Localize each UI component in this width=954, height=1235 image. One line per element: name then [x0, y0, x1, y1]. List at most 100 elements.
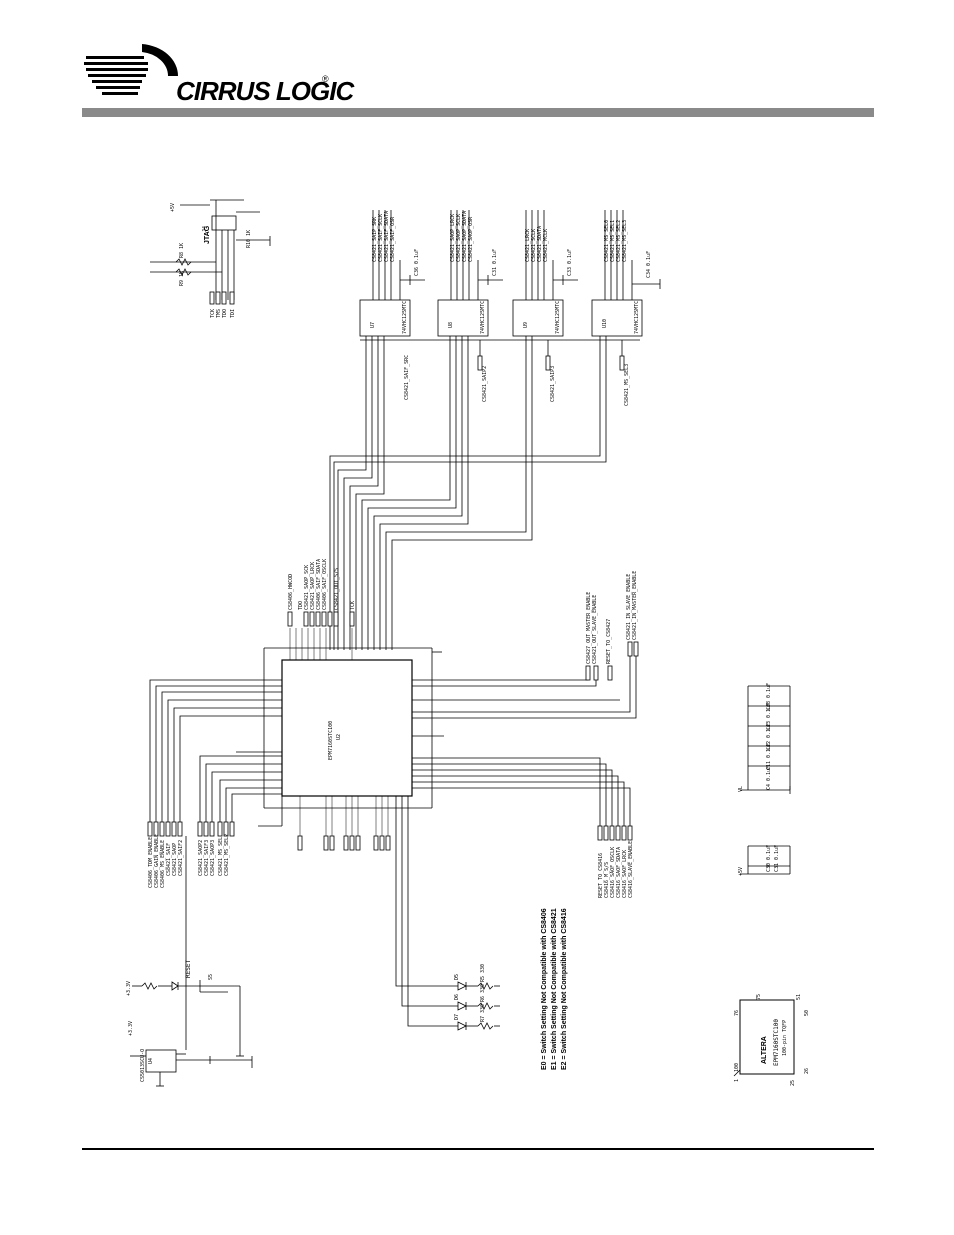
buffer-cap: C34 0.1uF [646, 251, 652, 278]
jtag-pull-resistor: R8 1K [179, 243, 185, 258]
altera-pin: 51 [796, 994, 802, 1000]
cpld-top-label: CS8406_SAIF_OSCLK [322, 559, 328, 610]
cpld-left-label: CS8421_SAIF2 [178, 840, 184, 876]
cpld-bottom-right-label: RESET_TO_CS8416 [598, 853, 604, 898]
buffer-output: CS8421_SAOP_SDATA [462, 211, 468, 262]
buffer-part: 74VHC125MTC [480, 301, 486, 334]
vl-cap: C38 0.1uF [766, 683, 772, 710]
registered-mark: ® [322, 74, 329, 84]
altera-pin: 76 [734, 1010, 740, 1016]
altera-pin: 26 [804, 1068, 810, 1074]
led-ref: D6 [454, 994, 460, 1000]
jtag-signal: TDI [230, 309, 236, 318]
altera-pin: 100 [734, 1063, 740, 1072]
cpld-ref: U2 [336, 734, 342, 740]
v5-label: +5V [738, 867, 744, 876]
jtag-title: JTAG [204, 225, 211, 244]
jtag-connector [150, 199, 271, 305]
regulator-u4 [130, 1049, 253, 1087]
brand-name: CIRRUS LOGIC [176, 76, 354, 106]
buffer-enable-label: CS8421_SAIF_SRC [404, 355, 410, 400]
buffer-ref: U10 [602, 319, 608, 328]
cpld-top-label: CS8421_OUT_S/S [334, 568, 340, 610]
buffer-ref: U8 [448, 322, 454, 328]
buffer-ref: U9 [523, 322, 529, 328]
buffer-output: CS8421_SDATA [537, 226, 543, 262]
jtag-signal: TMS [216, 309, 222, 318]
cpld-right-label: CS8421_IN_MASTER_ENABLE [632, 571, 638, 640]
vl-cap: C13 0.1uF [766, 703, 772, 730]
cpld-right-label: CS8427_OUT_MASTER_ENABLE [586, 592, 592, 664]
jtag-signal: TCK [210, 309, 216, 318]
buffer-part: 74VHC125MTC [555, 301, 561, 334]
switch-note: E0 = Switch Setting Not Compatible with … [541, 908, 548, 1070]
buffer-ref: U7 [370, 322, 376, 328]
jtag-signal: TDO [222, 309, 228, 318]
buffer-output: CS8421_MS_SEL3 [622, 220, 628, 262]
cpld-left-label: CS8421_MS_SEL2 [224, 834, 230, 876]
cpld-u2 [263, 647, 442, 809]
header-rule [82, 108, 874, 117]
buffer-output: CS8421_SAIP_SRK [372, 217, 378, 262]
altera-symbol [733, 999, 795, 1077]
led-resistor: R5 330 [480, 964, 486, 982]
reset-label: RESET [185, 960, 192, 978]
cpld-right-label: RESET_TO_CS8427 [606, 619, 612, 664]
buffer-enable-label: CS8421_MS_SEL3 [624, 364, 630, 406]
cpld-top-label: CS8406_HWCOD [288, 574, 294, 610]
vl-label: VL [738, 786, 744, 792]
v5-cap: C31 0.1uF [774, 845, 780, 872]
altera-pin: 75 [756, 994, 762, 1000]
reset-circuit [132, 836, 244, 1057]
decoupling-5v [740, 845, 791, 875]
buffer-output: CS8421_MS_SEL1 [610, 220, 616, 262]
led-resistor: R6 330 [480, 984, 486, 1002]
reset-switch: S5 [208, 974, 214, 980]
cpld-left-label: CS8406_TDM_ENABLE [148, 837, 154, 888]
regulator-supply: +3.3V [128, 1021, 134, 1036]
buffer-output: CS8421_SAOP_OSR [468, 216, 474, 262]
buffer-cap: C31 0.1uF [492, 249, 498, 276]
altera-pin: 50 [804, 1010, 810, 1016]
cpld-left-label: CS8421_SAOP2 [198, 840, 204, 876]
buffer-output: CS8421_SAIF_SCLK [378, 214, 384, 262]
cpld-left-label: CS8406_MS_ENABLE [160, 840, 166, 888]
regulator-ref: U4 [148, 1058, 154, 1064]
buffer-u8 [437, 210, 503, 337]
v5-cap: C30 0.1uF [766, 845, 772, 872]
cpld-bottom-right-label: CS8416_SAOF_OSCLK [610, 847, 616, 898]
cpld-left-label: CS8421_SAOP3 [210, 840, 216, 876]
led-ref: D5 [454, 974, 460, 980]
buffer-u9 [512, 210, 578, 337]
cpld-top-label: TDO [298, 601, 304, 610]
cpld-bottom-right-label: CS8416_SAOF_LRCK [622, 850, 628, 898]
cpld-top-label: CS8421_SAOP_LRCK [310, 562, 316, 610]
vl-cap: C11 0.1uF [766, 743, 772, 770]
led-resistor: R7 330 [480, 1004, 486, 1022]
cpld-top-label: CS8406_SAIF_SDATA [316, 559, 322, 610]
switch-note: E1 = Switch Setting Not Compatible with … [551, 908, 558, 1070]
altera-package: 100-pin TQFP [782, 1020, 788, 1056]
cpld-left-label: CS8421_MS_SEL [218, 837, 224, 876]
buffer-u7 [359, 210, 425, 337]
buffer-output: CS8421_SAIF_OSR [390, 216, 396, 262]
jtag-connector-ref: J4 [202, 226, 208, 232]
vl-cap: C12 0.1uF [766, 723, 772, 750]
buffer-u10 [591, 210, 661, 337]
cirrus-logic-logo [84, 44, 179, 95]
vl-cap: C4 0.1uF [766, 766, 772, 790]
cpld-bottom-right-label: CS8416_M_S/S [604, 862, 610, 898]
cpld-left-label: CS8406_GAIN_ENABLE [154, 834, 160, 888]
buffer-cap: C36 0.1uF [414, 249, 420, 276]
cpld-left-label: CS8421_SAOP [172, 843, 178, 876]
cpld-bottom-right-label: CS8416_SAOF_SDATA [616, 847, 622, 898]
jtag-pull-resistor: R9 1K [179, 271, 185, 286]
altera-pin: 1 [734, 1079, 740, 1082]
cpld-part: EPM7160STC100 [328, 721, 334, 760]
jtag-pull-resistor: R10 1K [246, 230, 252, 248]
cpld-top-label: CS8421_SAOP_SCK [304, 565, 310, 610]
reset-supply: +3.3V [126, 981, 132, 996]
cpld-left-label: CS8421_SAIF3 [204, 840, 210, 876]
decoupling-vl [740, 685, 791, 794]
cpld-bottom-right-label: CS8416_SLAVE_ENABLE [628, 841, 634, 898]
